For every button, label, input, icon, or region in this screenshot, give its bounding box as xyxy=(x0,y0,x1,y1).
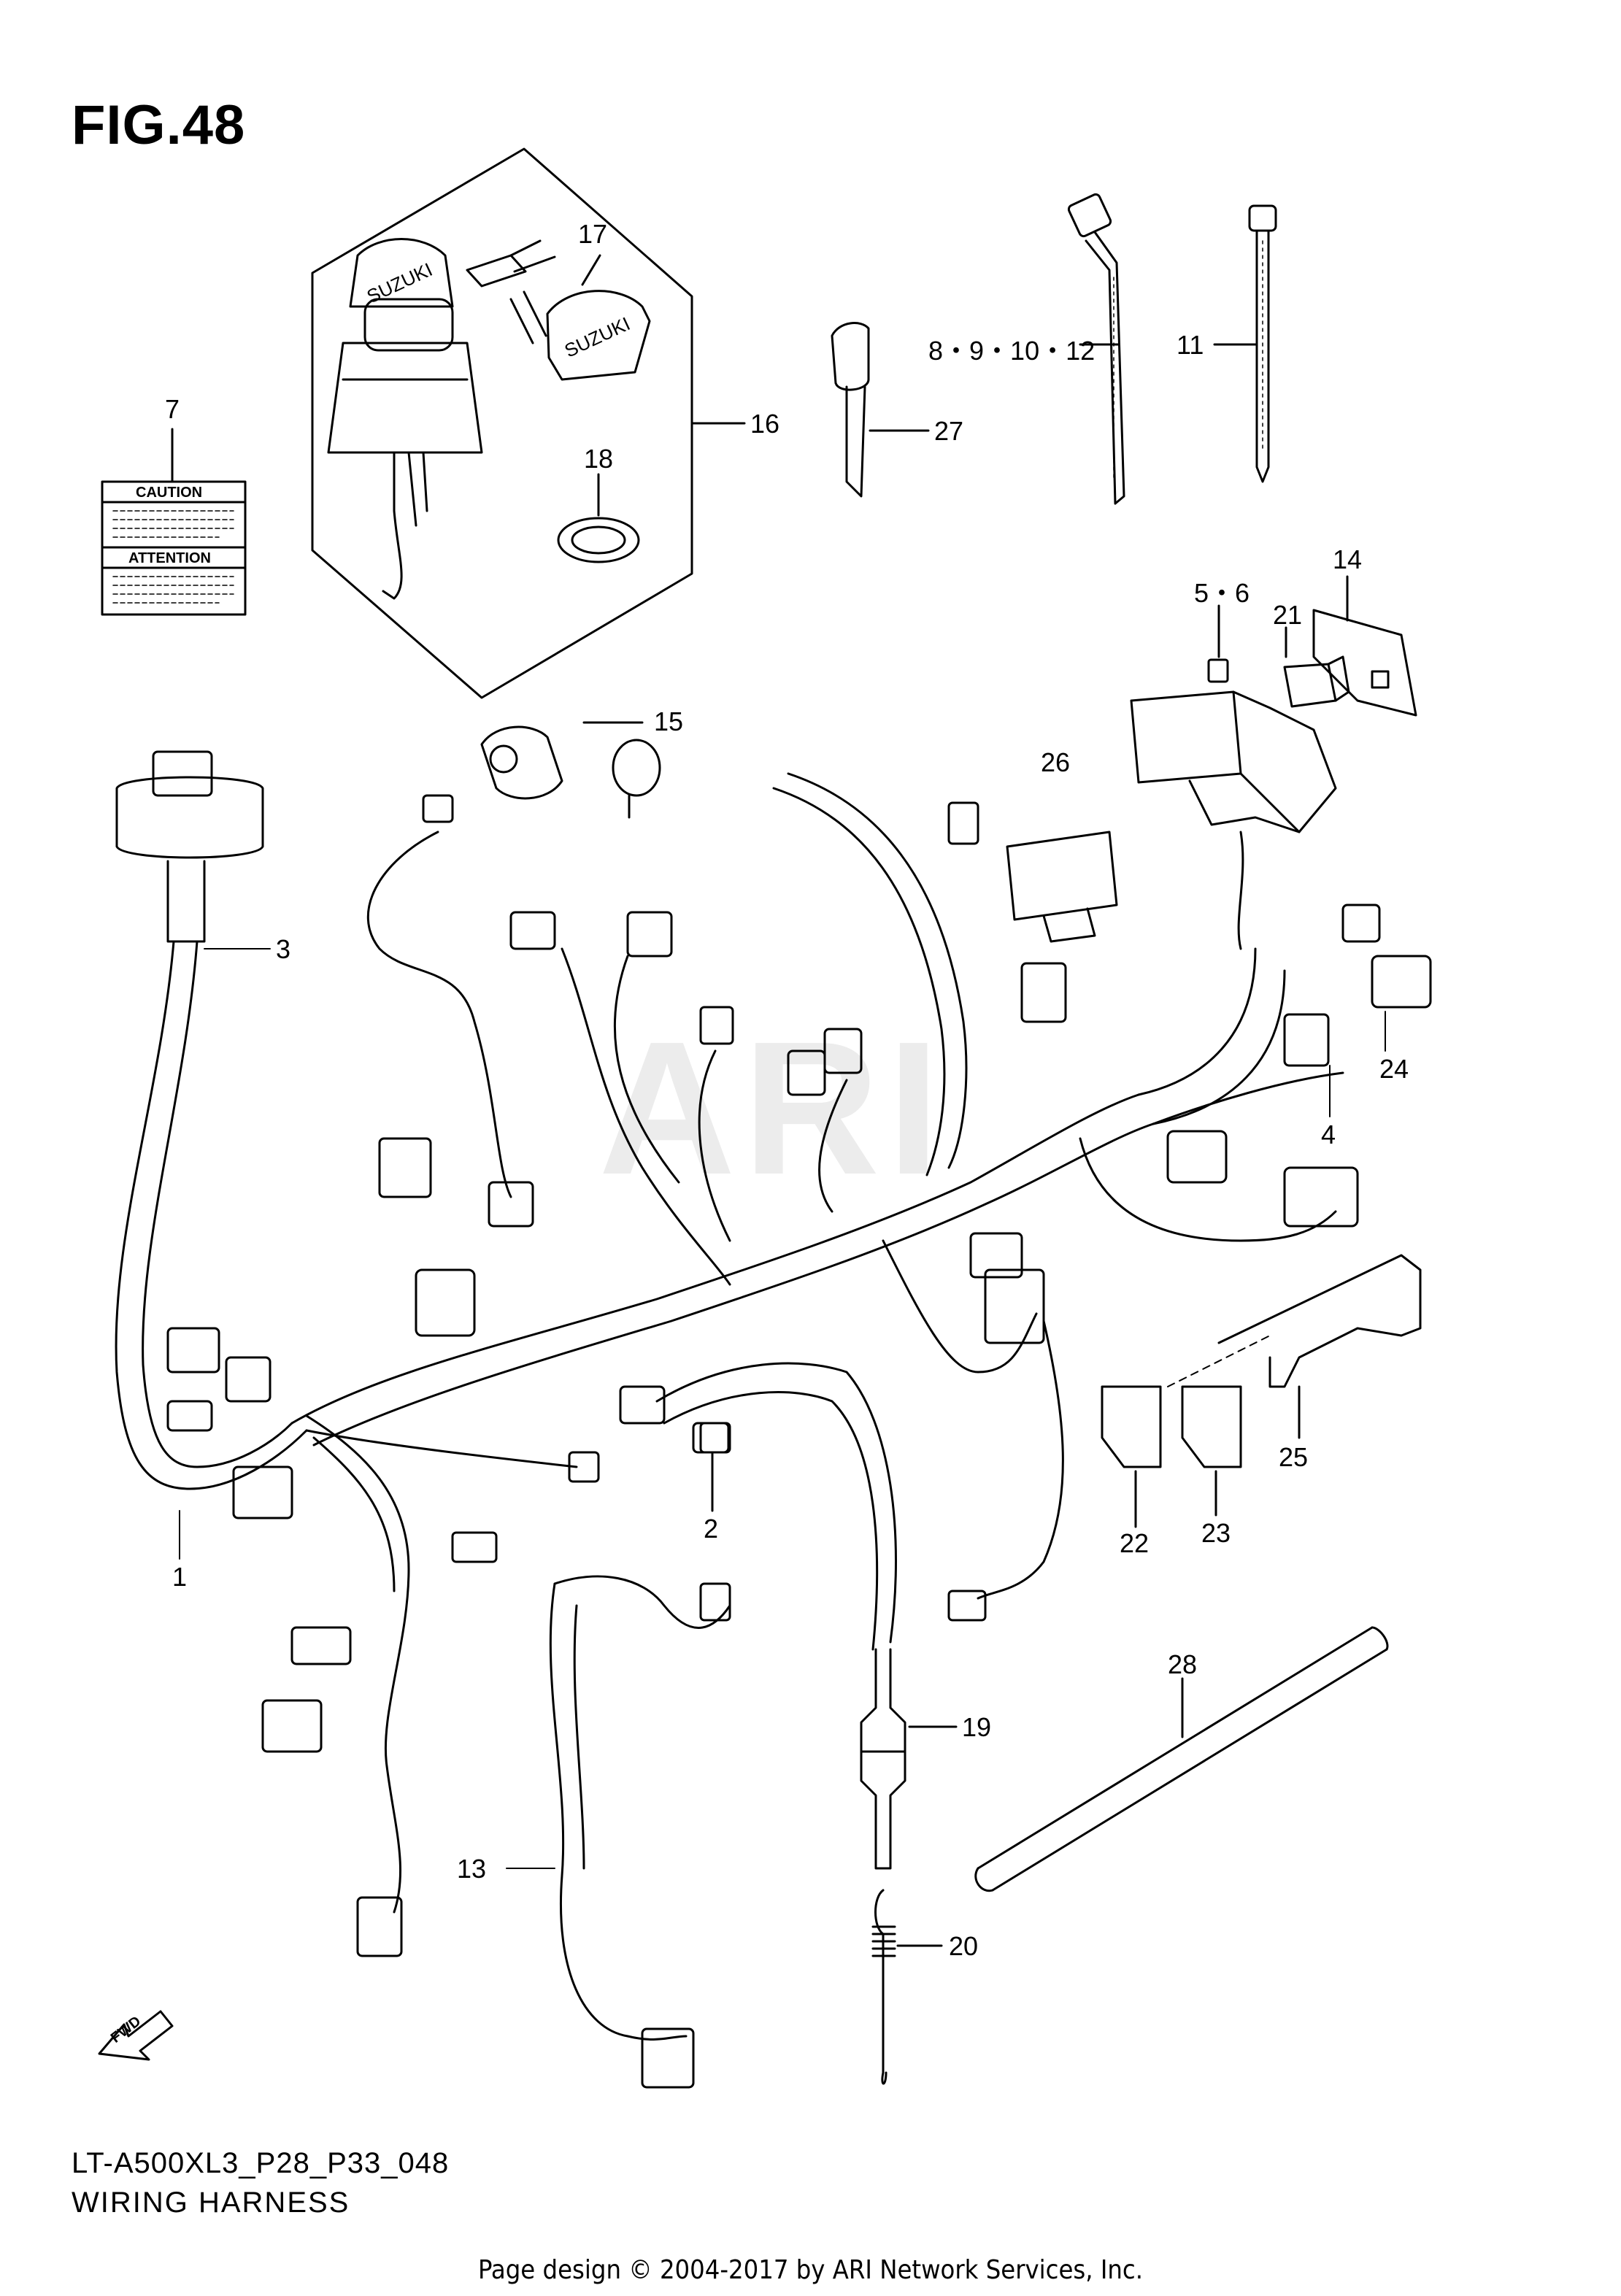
attention-text: ATTENTION xyxy=(128,550,211,566)
callout-11: 11 xyxy=(1177,330,1204,360)
cable-ties xyxy=(1067,193,1277,505)
fwd-arrow xyxy=(98,2010,174,2061)
callout-21: 21 xyxy=(1273,600,1303,630)
callout-17: 17 xyxy=(578,219,608,249)
callout-4: 4 xyxy=(1321,1120,1336,1149)
corrugated-tube xyxy=(974,1626,1389,1892)
part-2 xyxy=(692,1422,730,1512)
callout-23: 23 xyxy=(1201,1518,1231,1548)
callout-3: 3 xyxy=(276,934,291,964)
callout-2: 2 xyxy=(704,1514,719,1544)
callout-8-9-10-12: 8・9・10・12 xyxy=(928,336,1096,366)
callout-5-6: 5・6 xyxy=(1194,578,1250,608)
callout-18: 18 xyxy=(584,444,614,474)
callout-19: 19 xyxy=(962,1712,992,1742)
callout-27: 27 xyxy=(934,416,964,446)
watermark: ARI xyxy=(598,1003,947,1214)
callout-13: 13 xyxy=(457,1854,487,1884)
callout-24: 24 xyxy=(1379,1054,1409,1084)
figure-code: LT-A500XL3_P28_P33_048 xyxy=(72,2147,450,2179)
callout-16: 16 xyxy=(750,409,780,439)
key-part xyxy=(831,322,930,498)
callout-15: 15 xyxy=(654,706,684,736)
figure-name: WIRING HARNESS xyxy=(72,2187,350,2219)
callout-28: 28 xyxy=(1168,1649,1198,1679)
callout-22: 22 xyxy=(1120,1528,1150,1558)
callout-leaders xyxy=(179,948,1386,1869)
clamps-and-bracket xyxy=(1101,1254,1422,1528)
o2-sensor-and-spring xyxy=(860,1648,958,2085)
callout-20: 20 xyxy=(949,1931,979,1961)
main-harness xyxy=(115,772,1344,2041)
caution-text: CAUTION xyxy=(136,485,203,501)
callout-14: 14 xyxy=(1333,544,1363,574)
svg-text:SUZUKI: SUZUKI xyxy=(561,312,634,361)
harness-connectors xyxy=(115,750,1432,2089)
caution-label-part xyxy=(101,428,247,616)
copyright-notice: Page design © 2004-2017 by ARI Network S… xyxy=(477,2255,1144,2285)
callout-26: 26 xyxy=(1041,747,1071,777)
fuse-relay-area xyxy=(1130,575,1417,950)
ignition-switch-group: SUZUKI SUZUKI xyxy=(311,147,746,699)
figure-title: FIG.48 xyxy=(72,94,246,156)
callout-7: 7 xyxy=(165,394,180,424)
sensor-part-15 xyxy=(480,721,661,819)
callout-25: 25 xyxy=(1279,1442,1309,1472)
callout-1: 1 xyxy=(172,1562,188,1592)
